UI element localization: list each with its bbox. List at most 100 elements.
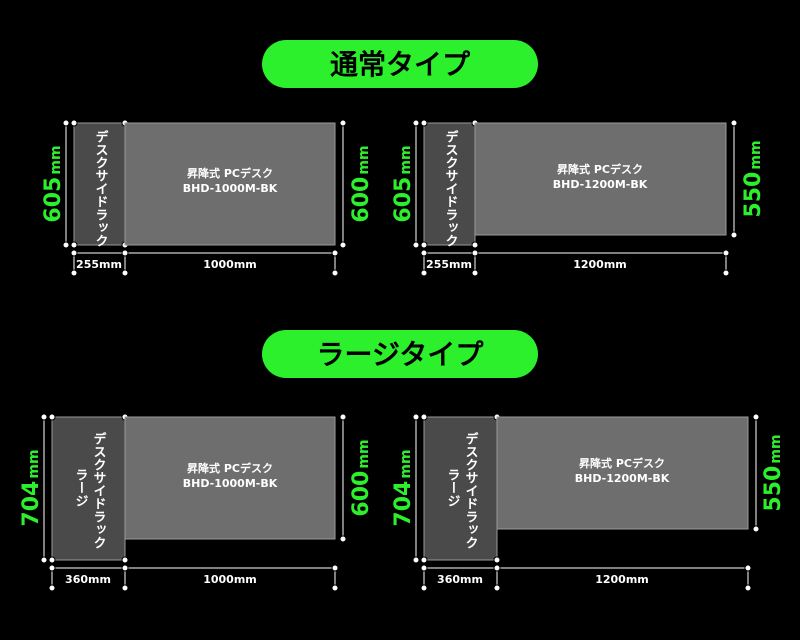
desk-height-dim: 550mm [741, 140, 766, 217]
dim-marker [493, 564, 501, 572]
desk-side-rack [51, 416, 126, 561]
rack-width-label: 255mm [76, 258, 122, 271]
dim-marker [121, 584, 129, 592]
desk-height-dim: 550mm [761, 434, 786, 511]
dim-marker [48, 564, 56, 572]
dim-marker [121, 564, 129, 572]
section-title: 通常タイプ [330, 48, 471, 81]
dim-marker [339, 535, 347, 543]
dim-marker [48, 584, 56, 592]
rack-width-label: 360mm [65, 573, 111, 586]
section-title: ラージタイプ [317, 338, 485, 371]
section-title-pill [262, 40, 538, 88]
dim-marker [331, 269, 339, 277]
corner-marker [70, 241, 78, 249]
svg-text:605mm: 605mm [391, 145, 416, 222]
svg-text:605mm: 605mm [41, 145, 66, 222]
svg-text:550mm: 550mm [741, 140, 766, 217]
section-title-pill [262, 330, 538, 378]
dim-marker [420, 564, 428, 572]
dim-marker [471, 249, 479, 257]
dim-marker [121, 269, 129, 277]
rack-height-dim: 704mm [19, 449, 44, 526]
corner-marker [121, 556, 129, 564]
dim-marker [331, 249, 339, 257]
dim-marker [62, 119, 70, 127]
dim-marker [339, 119, 347, 127]
layout-large-1000: 704mm デスクサイドラック ラージ 昇降式 PCデスク BHD-1000M-… [19, 413, 374, 592]
desk-width-label: 1200mm [573, 258, 627, 271]
desk-height-dim: 600mm [349, 145, 374, 222]
dim-marker [339, 241, 347, 249]
rack-width-label: 360mm [437, 573, 483, 586]
desk-model: BHD-1200M-BK [553, 178, 648, 191]
dim-marker [744, 584, 752, 592]
svg-text:704mm: 704mm [391, 449, 416, 526]
dim-marker [420, 249, 428, 257]
dim-marker [70, 249, 78, 257]
layout-large-1200: 704mm デスクサイドラック ラージ 昇降式 PCデスク BHD-1200M-… [391, 413, 786, 592]
desk-title: 昇降式 PCデスク [187, 461, 273, 475]
section-standard: 通常タイプ [262, 40, 538, 88]
dim-marker [412, 413, 420, 421]
dim-marker [493, 584, 501, 592]
dim-marker [331, 564, 339, 572]
svg-text:704mm: 704mm [19, 449, 44, 526]
desk-title: 昇降式 PCデスク [187, 166, 273, 180]
dim-marker [339, 413, 347, 421]
desk-side-rack [423, 122, 476, 246]
svg-text:600mm: 600mm [349, 439, 374, 516]
dim-marker [40, 556, 48, 564]
corner-marker [493, 556, 501, 564]
desk-side-rack [73, 122, 126, 246]
dim-marker [121, 249, 129, 257]
desk-width-label: 1000mm [203, 573, 257, 586]
rack-height-dim: 704mm [391, 449, 416, 526]
rack-label: デスクサイドラック [93, 129, 109, 247]
dim-marker [412, 241, 420, 249]
rack-label: デスクサイドラック [443, 129, 459, 247]
corner-marker [420, 119, 428, 127]
desk-model: BHD-1000M-BK [183, 182, 278, 195]
dim-marker [744, 564, 752, 572]
dim-marker [730, 119, 738, 127]
corner-marker [48, 556, 56, 564]
dim-marker [730, 231, 738, 239]
dim-marker [722, 249, 730, 257]
dim-marker [70, 269, 78, 277]
rack-label: デスクサイドラック [91, 431, 107, 549]
dim-marker [331, 584, 339, 592]
section-large: ラージタイプ [262, 330, 538, 378]
desk-width-label: 1200mm [595, 573, 649, 586]
dim-marker [420, 269, 428, 277]
dim-marker [40, 413, 48, 421]
desk-width-label: 1000mm [203, 258, 257, 271]
corner-marker [70, 119, 78, 127]
dim-marker [752, 413, 760, 421]
corner-marker [420, 556, 428, 564]
pc-desk [124, 416, 336, 540]
dim-marker [722, 269, 730, 277]
dim-marker [412, 556, 420, 564]
desk-model: BHD-1200M-BK [575, 472, 670, 485]
corner-marker [420, 413, 428, 421]
corner-marker [420, 241, 428, 249]
rack-width-label: 255mm [426, 258, 472, 271]
corner-marker [48, 413, 56, 421]
desk-model: BHD-1000M-BK [183, 477, 278, 490]
dim-marker [752, 525, 760, 533]
desk-height-dim: 600mm [349, 439, 374, 516]
desk-side-rack [423, 416, 498, 561]
layout-standard-1200: 605mm デスクサイドラック 昇降式 PCデスク BHD-1200M-BK 5… [391, 119, 766, 277]
svg-text:600mm: 600mm [349, 145, 374, 222]
desk-title: 昇降式 PCデスク [579, 456, 665, 470]
svg-text:550mm: 550mm [761, 434, 786, 511]
dim-marker [420, 584, 428, 592]
rack-height-dim: 605mm [391, 145, 416, 222]
dim-marker [62, 241, 70, 249]
rack-label-line2: ラージ [73, 468, 89, 507]
pc-desk [124, 122, 336, 246]
rack-label-line2: ラージ [445, 468, 461, 507]
dim-marker [412, 119, 420, 127]
